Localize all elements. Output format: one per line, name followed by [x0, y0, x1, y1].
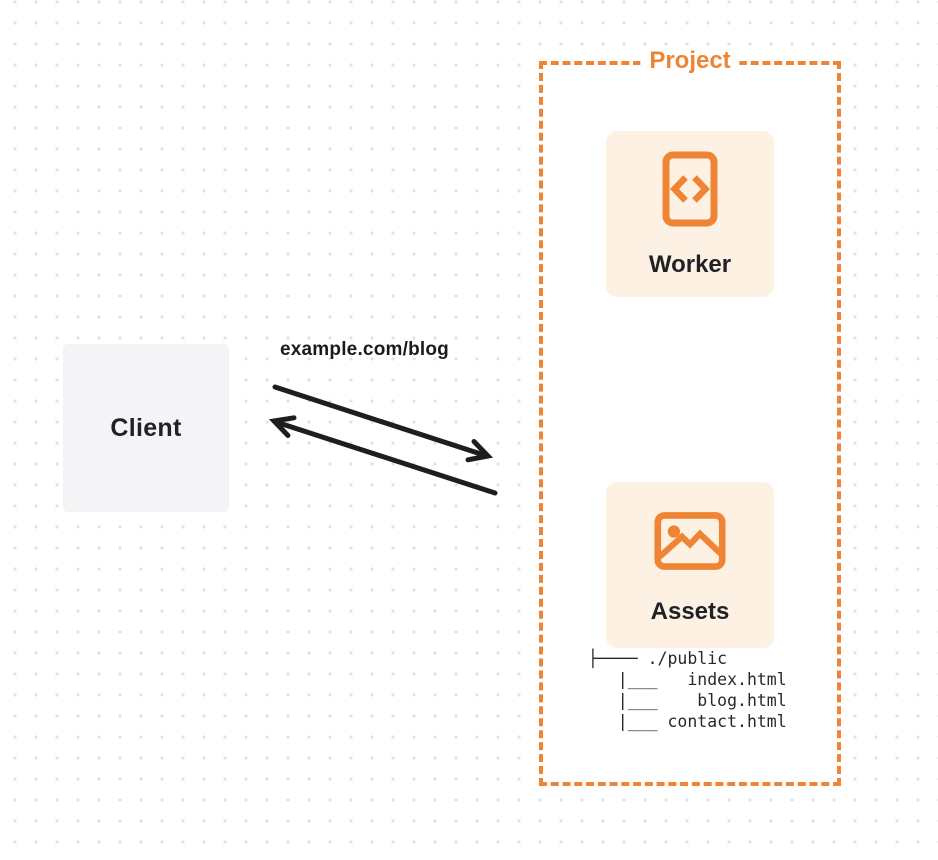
client-box: Client: [63, 344, 229, 512]
assets-card: Assets: [606, 482, 774, 648]
request-response-arrows: [268, 384, 498, 496]
assets-file-tree: ├──── ./public |___ index.html |___ blog…: [588, 649, 787, 731]
response-arrow: [268, 415, 498, 496]
worker-code-icon: [662, 151, 718, 227]
client-label: Client: [110, 413, 182, 442]
project-label: Project: [640, 47, 740, 75]
assets-image-icon: [654, 512, 726, 570]
worker-label: Worker: [648, 251, 732, 278]
request-arrow: [272, 384, 494, 463]
assets-label: Assets: [650, 598, 730, 625]
worker-card: Worker: [606, 131, 774, 297]
request-url-label: example.com/blog: [280, 339, 449, 360]
project-box: Project Worker Assets ├──── ./public |__…: [539, 47, 841, 786]
